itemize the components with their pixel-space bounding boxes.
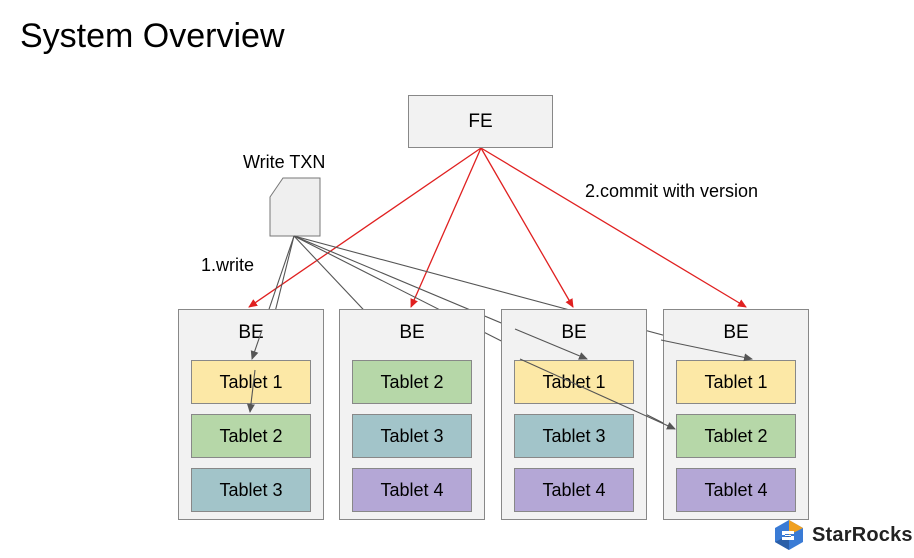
write-step-label: 1.write	[201, 255, 255, 275]
commit-arrows	[248, 147, 747, 308]
be-node-3: BE Tablet 1 Tablet 3 Tablet 4	[501, 309, 647, 520]
brand-name: StarRocks	[812, 523, 913, 546]
page-title: System Overview	[20, 17, 285, 55]
tablet: Tablet 4	[514, 468, 634, 512]
tablet: Tablet 3	[191, 468, 311, 512]
be-label: BE	[399, 322, 425, 343]
tablet: Tablet 2	[352, 360, 472, 404]
starrocks-logo: StarRocks	[772, 519, 914, 551]
be-label: BE	[561, 322, 587, 343]
write-txn-label: Write TXN	[243, 152, 326, 172]
commit-arrow-be1	[248, 147, 482, 308]
be-label: BE	[238, 322, 264, 343]
tablet: Tablet 4	[352, 468, 472, 512]
be-node-4: BE Tablet 1 Tablet 2 Tablet 4	[663, 309, 809, 520]
fe-node: FE	[408, 95, 553, 148]
commit-arrow-be3	[480, 147, 574, 308]
tablet: Tablet 4	[676, 468, 796, 512]
commit-arrow-be2	[410, 147, 482, 308]
tablet: Tablet 2	[676, 414, 796, 458]
commit-arrow-be4	[480, 147, 747, 308]
starrocks-logo-icon	[775, 520, 803, 550]
tablet: Tablet 1	[514, 360, 634, 404]
document-icon	[269, 177, 321, 237]
tablet: Tablet 3	[352, 414, 472, 458]
tablet: Tablet 2	[191, 414, 311, 458]
tablet: Tablet 3	[514, 414, 634, 458]
fe-label: FE	[468, 110, 493, 132]
be-label: BE	[723, 322, 749, 343]
tablet: Tablet 1	[191, 360, 311, 404]
be-node-1: BE Tablet 1 Tablet 2 Tablet 3	[178, 309, 324, 520]
commit-step-label: 2.commit with version	[585, 181, 759, 201]
tablet: Tablet 1	[676, 360, 796, 404]
be-node-2: BE Tablet 2 Tablet 3 Tablet 4	[339, 309, 485, 520]
